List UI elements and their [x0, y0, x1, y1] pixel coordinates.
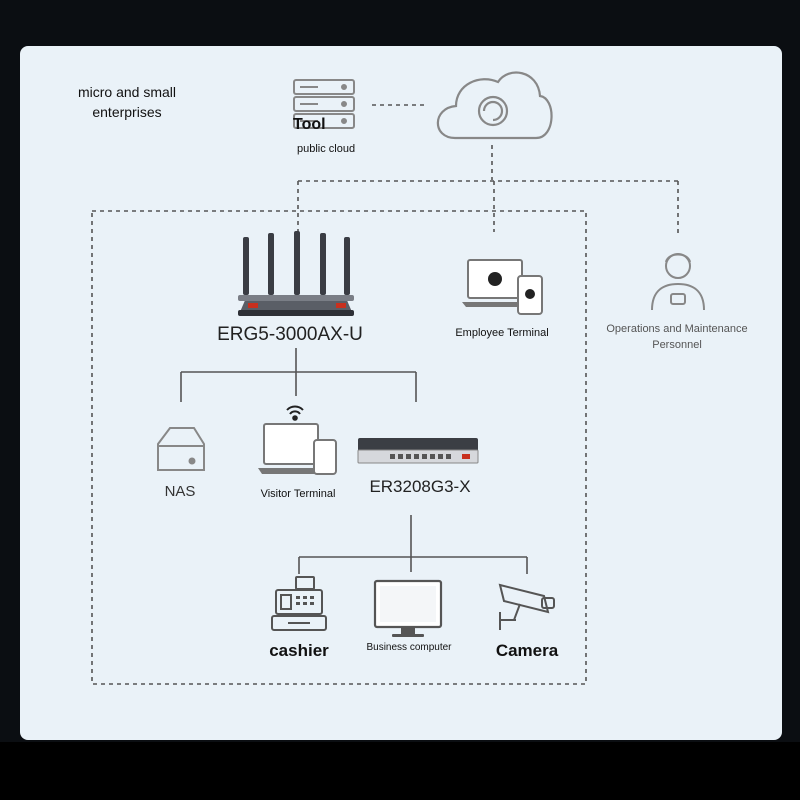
person-icon [651, 253, 705, 311]
enterprise-boundary [91, 210, 587, 685]
nas-label: NAS [164, 483, 196, 500]
camera-icon [498, 583, 555, 630]
laptop-phone-icon [462, 259, 543, 315]
laptop-phone-icon [258, 423, 337, 475]
public-cloud-label: public cloud [297, 143, 356, 155]
segment-line-1: micro and small [77, 84, 177, 100]
cash-register-icon [271, 576, 327, 631]
segment-label: micro and small enterprises [78, 82, 176, 122]
camera-label: Camera [495, 641, 559, 660]
ops-personnel-label: Operations and Maintenance Personnel [606, 321, 747, 353]
router-tree-lines [180, 348, 417, 402]
business-computer-label: Business computer [366, 642, 452, 653]
bottom-bar [0, 742, 800, 800]
nas-icon [157, 427, 205, 471]
visitor-terminal-label: Visitor Terminal [260, 488, 336, 500]
wifi-icon [286, 405, 304, 421]
router-model-label: ERG5-3000AX-U [217, 324, 363, 345]
router-icon [238, 231, 354, 316]
switch-model-label: ER3208G3-X [369, 477, 471, 496]
switch-tree-lines [298, 515, 528, 574]
ops-line-1: Operations and Maintenance [606, 323, 748, 335]
cloud-icon [436, 71, 553, 140]
monitor-icon [373, 579, 443, 637]
tool-label: Tool [293, 116, 326, 133]
ops-line-2: Personnel [652, 339, 702, 351]
cashier-label: cashier [269, 641, 329, 660]
server-icon [293, 79, 355, 129]
employee-terminal-label: Employee Terminal [455, 327, 549, 339]
switch-icon [357, 438, 479, 464]
segment-line-2: enterprises [92, 104, 162, 120]
